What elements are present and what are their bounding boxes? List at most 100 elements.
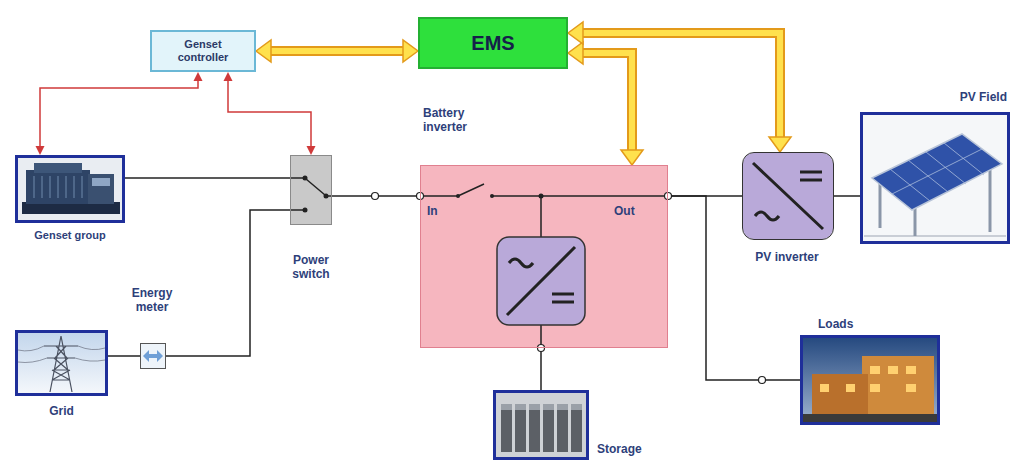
battery-inverter-body xyxy=(420,166,668,348)
genset-illustration xyxy=(65,176,67,198)
genset-illustration xyxy=(18,158,122,220)
genset-illustration xyxy=(81,176,83,198)
power-wire xyxy=(108,356,140,357)
picture-caption: Loads xyxy=(818,317,878,331)
ems-box: EMS xyxy=(418,17,568,69)
loads-illustration xyxy=(870,366,880,374)
junction-dot xyxy=(759,377,766,384)
connector-line xyxy=(270,46,404,56)
loads-picture: Loads xyxy=(800,335,940,425)
part-caption: Energy meter xyxy=(122,286,182,315)
pv-field-illustration xyxy=(863,115,1007,241)
battery-inverter-body xyxy=(507,247,575,315)
power-switch-symbol xyxy=(291,209,303,211)
power-switch-symbol xyxy=(290,155,332,225)
pv-field-illustration xyxy=(863,115,1007,241)
grid-picture: Grid xyxy=(15,330,108,396)
storage-illustration xyxy=(571,404,582,410)
storage-illustration xyxy=(571,410,582,452)
connector-line xyxy=(270,48,404,54)
genset-illustration xyxy=(41,176,43,198)
loads-illustration xyxy=(812,374,868,416)
energy-meter-box: Energy meter xyxy=(140,343,166,369)
storage-illustration xyxy=(543,410,554,452)
pv-inverter-symbol xyxy=(743,153,833,239)
connector-line xyxy=(668,196,800,380)
battery-inverter-body xyxy=(420,184,668,348)
pylon-illustration xyxy=(44,336,78,392)
box-label: Genset controller xyxy=(168,38,238,64)
power-wire xyxy=(125,178,290,179)
connector-line xyxy=(834,195,860,197)
battery-inverter-body xyxy=(456,194,460,198)
power-switch-symbol xyxy=(291,178,332,210)
pv-field-illustration xyxy=(864,235,1006,237)
pv-field-illustration xyxy=(872,134,1002,210)
genset-illustration xyxy=(92,178,110,186)
loads-illustration xyxy=(803,338,937,422)
pv-inverter-box: PV inverter xyxy=(742,152,834,240)
storage-illustration xyxy=(557,410,568,452)
connector-line xyxy=(40,80,198,147)
control-arrow xyxy=(36,72,203,155)
battery-inverter-box: Battery inverterInOut xyxy=(420,165,668,348)
storage-illustration xyxy=(501,410,582,452)
power-switch-symbol xyxy=(303,176,308,181)
loads-illustration xyxy=(906,366,916,374)
picture-caption: Storage xyxy=(597,442,667,456)
interface-arrow xyxy=(568,42,643,165)
storage-illustration xyxy=(529,410,540,452)
genset-illustration xyxy=(33,176,35,198)
storage-illustration xyxy=(496,393,586,457)
storage-illustration xyxy=(501,410,512,452)
storage-illustration xyxy=(557,404,568,410)
port-label: Out xyxy=(614,204,654,218)
interface-arrow xyxy=(256,40,418,62)
connector-line xyxy=(108,355,140,357)
pylon-illustration xyxy=(18,333,105,393)
controller-box: Genset controller xyxy=(150,30,256,72)
loads-illustration xyxy=(803,414,937,422)
interface-arrow xyxy=(568,22,791,152)
battery-inverter-body xyxy=(490,194,494,198)
pv-inverter-symbol xyxy=(753,163,823,229)
control-arrow xyxy=(224,72,316,155)
part-caption: PV inverter xyxy=(731,250,843,264)
genset-illustration xyxy=(34,176,82,198)
pylon-illustration xyxy=(18,333,105,393)
connector-line xyxy=(582,53,632,151)
battery-inverter-body xyxy=(421,166,667,347)
genset-illustration xyxy=(57,176,59,198)
picture-caption: Grid xyxy=(15,404,108,418)
loads-illustration xyxy=(906,384,916,392)
power-switch-symbol xyxy=(303,208,308,213)
storage-illustration xyxy=(529,404,540,410)
battery-inverter-body xyxy=(539,194,544,199)
arrow-head xyxy=(769,137,791,152)
part-caption: Battery inverter xyxy=(423,106,495,135)
pv-field-picture: PV Field xyxy=(860,112,1010,244)
power-wire xyxy=(668,196,800,380)
power-switch-symbol xyxy=(324,194,329,199)
pylon-illustration xyxy=(18,346,105,363)
energy-meter-symbol xyxy=(141,344,165,368)
junction-dot xyxy=(665,193,672,200)
part-caption: Power switch xyxy=(281,253,341,282)
junction-dot xyxy=(372,193,379,200)
storage-illustration xyxy=(501,404,512,410)
energy-meter-symbol xyxy=(148,354,158,358)
connector-line xyxy=(228,80,311,147)
connector-line xyxy=(582,33,780,138)
loads-illustration xyxy=(803,338,937,422)
energy-meter-symbol xyxy=(141,344,165,368)
arrow-head xyxy=(568,42,583,64)
loads-illustration xyxy=(846,384,855,392)
pv-inverter-symbol xyxy=(743,153,833,239)
energy-meter-symbol xyxy=(143,350,149,362)
energy-meter-symbol xyxy=(157,350,163,362)
arrow-head xyxy=(224,72,233,81)
storage-illustration xyxy=(515,404,526,410)
pv-field-illustration xyxy=(890,143,984,201)
